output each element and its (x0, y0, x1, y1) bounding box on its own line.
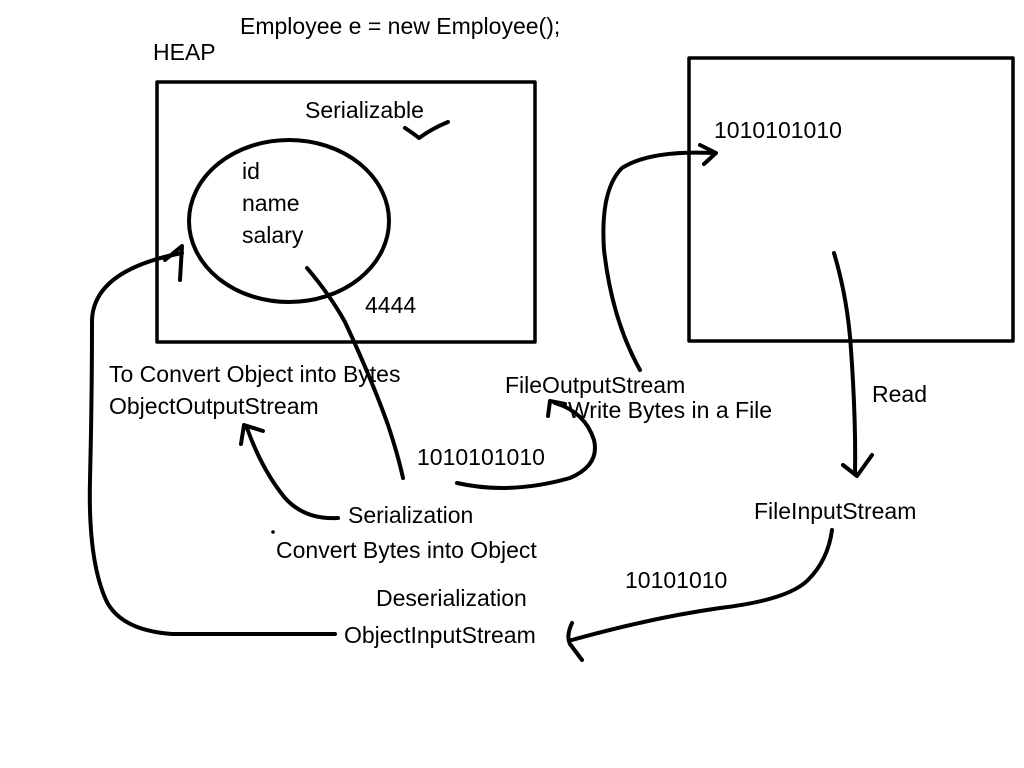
object-address-label: 4444 (365, 292, 417, 318)
deserialization-label: Deserialization (376, 585, 527, 611)
serialization-label: Serialization (348, 502, 474, 528)
heap-box (155, 80, 537, 344)
employee-object-circle (187, 138, 391, 304)
fos-arrow-head (546, 399, 567, 418)
file-arrow-head (698, 143, 718, 166)
oos-description-label: To Convert Object into Bytes (109, 361, 401, 387)
file-box (687, 56, 1015, 343)
field-name-label: name (242, 190, 300, 216)
fis-to-ois-arrow (570, 528, 834, 642)
file-output-stream-label: FileOutputStream (505, 372, 686, 398)
serializable-check-mark (403, 120, 450, 140)
file-input-stream-label: FileInputStream (754, 498, 917, 524)
field-salary-label: salary (242, 222, 304, 248)
file-to-fis-arrow (832, 251, 858, 476)
read-bytes-label: 10101010 (625, 567, 728, 593)
serializable-label: Serializable (305, 97, 424, 123)
ois-arrow-head (566, 621, 584, 662)
fos-description-label: Write Bytes in a File (568, 397, 773, 423)
fos-to-file-arrow (601, 150, 715, 372)
heap-label: HEAP (153, 39, 216, 65)
object-to-serialization-stroke (305, 266, 405, 480)
oos-arrow-head (239, 423, 265, 446)
ois-to-object-arrow (87, 251, 337, 636)
object-arrow-head (163, 244, 184, 282)
fis-arrow-head (841, 453, 874, 478)
serialization-to-oos-arrow (245, 426, 340, 521)
file-bytes-label: 1010101010 (714, 117, 842, 143)
object-input-stream-label: ObjectInputStream (344, 622, 536, 648)
stream-bytes-label: 1010101010 (417, 444, 545, 470)
ois-description-label: Convert Bytes into Object (276, 537, 537, 563)
read-label: Read (872, 381, 927, 407)
code-line-label: Employee e = new Employee(); (240, 13, 561, 39)
object-output-stream-label: ObjectOutputStream (109, 393, 319, 419)
field-id-label: id (242, 158, 260, 184)
pen-dot (271, 530, 275, 534)
bytes-to-fos-arrow (455, 401, 597, 490)
